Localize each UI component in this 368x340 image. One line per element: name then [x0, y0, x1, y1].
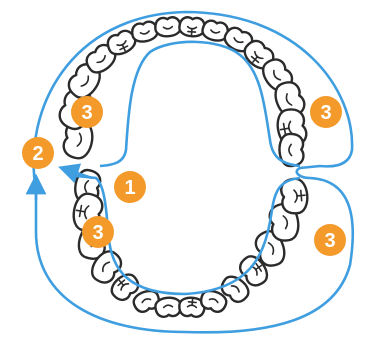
upper-tooth — [179, 17, 206, 37]
badge-start: 2 — [22, 137, 54, 169]
badge-lower-left-edge: 1 — [114, 171, 146, 203]
lower-tooth — [155, 297, 182, 318]
upper-tooth — [155, 17, 182, 37]
badge-start-label: 2 — [32, 143, 43, 165]
badge-lower-left-edge-label: 1 — [124, 177, 135, 199]
badge-lower-left-label: 3 — [92, 222, 103, 244]
badge-lower-right: 3 — [314, 224, 346, 256]
badge-upper-right: 3 — [310, 96, 342, 128]
badge-upper-right-label: 3 — [320, 102, 331, 124]
badge-lower-right-label: 3 — [324, 230, 335, 252]
badge-upper-left-label: 3 — [81, 102, 92, 124]
badge-lower-left: 3 — [82, 216, 114, 248]
badge-upper-left: 3 — [71, 96, 103, 128]
